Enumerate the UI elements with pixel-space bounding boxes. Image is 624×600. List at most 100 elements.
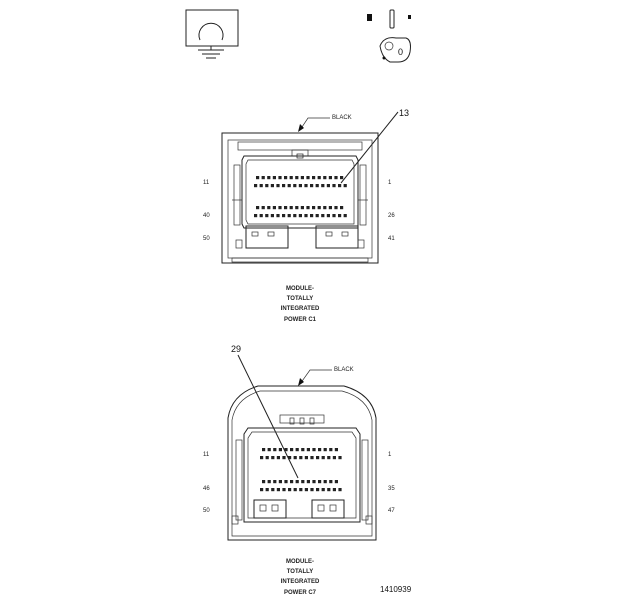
pin-cavity: [323, 206, 327, 210]
pin-cavity: [272, 176, 276, 180]
pin-cavity: [271, 488, 275, 492]
pin-cavity: [343, 184, 347, 188]
svg-text:INTEGRATED: INTEGRATED: [281, 579, 320, 585]
pin-cavity: [260, 488, 264, 492]
pin-cavity: [284, 448, 288, 452]
svg-text:0: 0: [398, 47, 403, 57]
pin-cavity: [287, 184, 291, 188]
pin-cavity: [312, 206, 316, 210]
pin-cavity: [259, 214, 263, 218]
pin-cavity: [304, 184, 308, 188]
pin-cavity: [267, 480, 271, 484]
top-pin-label-right-upper: 1: [388, 180, 392, 186]
pin-cavity: [270, 214, 274, 218]
pin-cavity: [287, 214, 291, 218]
pin-cavity: [334, 206, 338, 210]
pin-cavity: [304, 488, 308, 492]
pin-cavity: [289, 206, 293, 210]
pin-cavity: [267, 206, 271, 210]
pin-cavity: [318, 448, 322, 452]
pin-cavity: [273, 480, 277, 484]
pin-cavity: [267, 448, 271, 452]
pin-cavity: [327, 488, 331, 492]
pin-cavity: [338, 488, 342, 492]
pin-cavity: [310, 456, 314, 460]
pin-cavity: [323, 176, 327, 180]
pin-cavity: [317, 206, 321, 210]
pin-cavity: [265, 456, 269, 460]
pin-cavity: [276, 214, 280, 218]
pin-cavity: [256, 176, 260, 180]
pin-cavity: [310, 214, 314, 218]
svg-text:INTEGRATED: INTEGRATED: [281, 306, 320, 312]
pin-cavity: [323, 480, 327, 484]
pin-cavity: [299, 488, 303, 492]
pin-cavity: [284, 176, 288, 180]
bottom-pin-label-left-low: 50: [203, 508, 210, 514]
svg-text:TOTALLY: TOTALLY: [287, 569, 314, 575]
pin-cavity: [256, 206, 260, 210]
bottom-pin-label-right-upper: 1: [388, 452, 392, 458]
pin-cavity: [306, 206, 310, 210]
pin-cavity: [321, 456, 325, 460]
pin-cavity: [306, 176, 310, 180]
top-connector: BLACK 13: [203, 108, 409, 323]
top-pin-label-left-mid: 40: [203, 213, 210, 219]
pin-cavity: [321, 214, 325, 218]
pin-cavity: [321, 184, 325, 188]
pin-cavity: [278, 448, 282, 452]
bottom-connector: BLACK 29 11 1 46 35: [203, 344, 395, 596]
pin-cavity: [321, 488, 325, 492]
bottom-connector-callout: 29: [231, 344, 241, 354]
pin-cavity: [270, 184, 274, 188]
pin-cavity: [299, 456, 303, 460]
bottom-pin-label-left-mid: 46: [203, 486, 210, 492]
pin-cavity: [329, 480, 333, 484]
pin-cavity: [278, 480, 282, 484]
pin-cavity: [293, 184, 297, 188]
pin-cavity: [276, 456, 280, 460]
top-pin-label-right-mid: 26: [388, 213, 395, 219]
pin-cavity: [265, 488, 269, 492]
top-pin-label-right-low: 41: [388, 236, 395, 242]
top-connector-color-label: BLACK: [332, 115, 352, 121]
pin-cavity: [265, 184, 269, 188]
top-connector-pin-rows: [254, 176, 347, 218]
pin-cavity: [254, 184, 258, 188]
bottom-connector-pin-rows: [260, 448, 342, 492]
pin-cavity: [295, 480, 299, 484]
pin-cavity: [293, 214, 297, 218]
pin-cavity: [262, 480, 266, 484]
pin-cavity: [278, 206, 282, 210]
pin-cavity: [261, 176, 265, 180]
bottom-pin-label-right-low: 47: [388, 508, 395, 514]
pin-cavity: [327, 456, 331, 460]
pin-cavity: [334, 448, 338, 452]
pin-cavity: [254, 214, 258, 218]
svg-text:MODULE-: MODULE-: [286, 286, 314, 292]
pin-cavity: [304, 214, 308, 218]
pin-cavity: [300, 206, 304, 210]
pin-cavity: [288, 488, 292, 492]
pin-cavity: [290, 448, 294, 452]
ground-symbol-icon: [185, 9, 239, 59]
pin-cavity: [260, 456, 264, 460]
pin-cavity: [326, 214, 330, 218]
pin-cavity: [293, 488, 297, 492]
pin-cavity: [312, 176, 316, 180]
pin-cavity: [301, 448, 305, 452]
pin-cavity: [295, 176, 299, 180]
pin-cavity: [265, 214, 269, 218]
pin-cavity: [316, 456, 320, 460]
pin-cavity: [340, 176, 344, 180]
pin-cavity: [340, 206, 344, 210]
pin-cavity: [300, 176, 304, 180]
pin-cavity: [328, 176, 332, 180]
pin-cavity: [273, 448, 277, 452]
top-connector-caption: MODULE- TOTALLY INTEGRATED POWER C1: [281, 286, 320, 323]
top-pin-label-left-upper: 11: [203, 180, 210, 186]
svg-text:POWER C7: POWER C7: [284, 590, 317, 596]
bottom-connector-caption: MODULE- TOTALLY INTEGRATED POWER C7: [281, 559, 320, 596]
pin-cavity: [298, 214, 302, 218]
